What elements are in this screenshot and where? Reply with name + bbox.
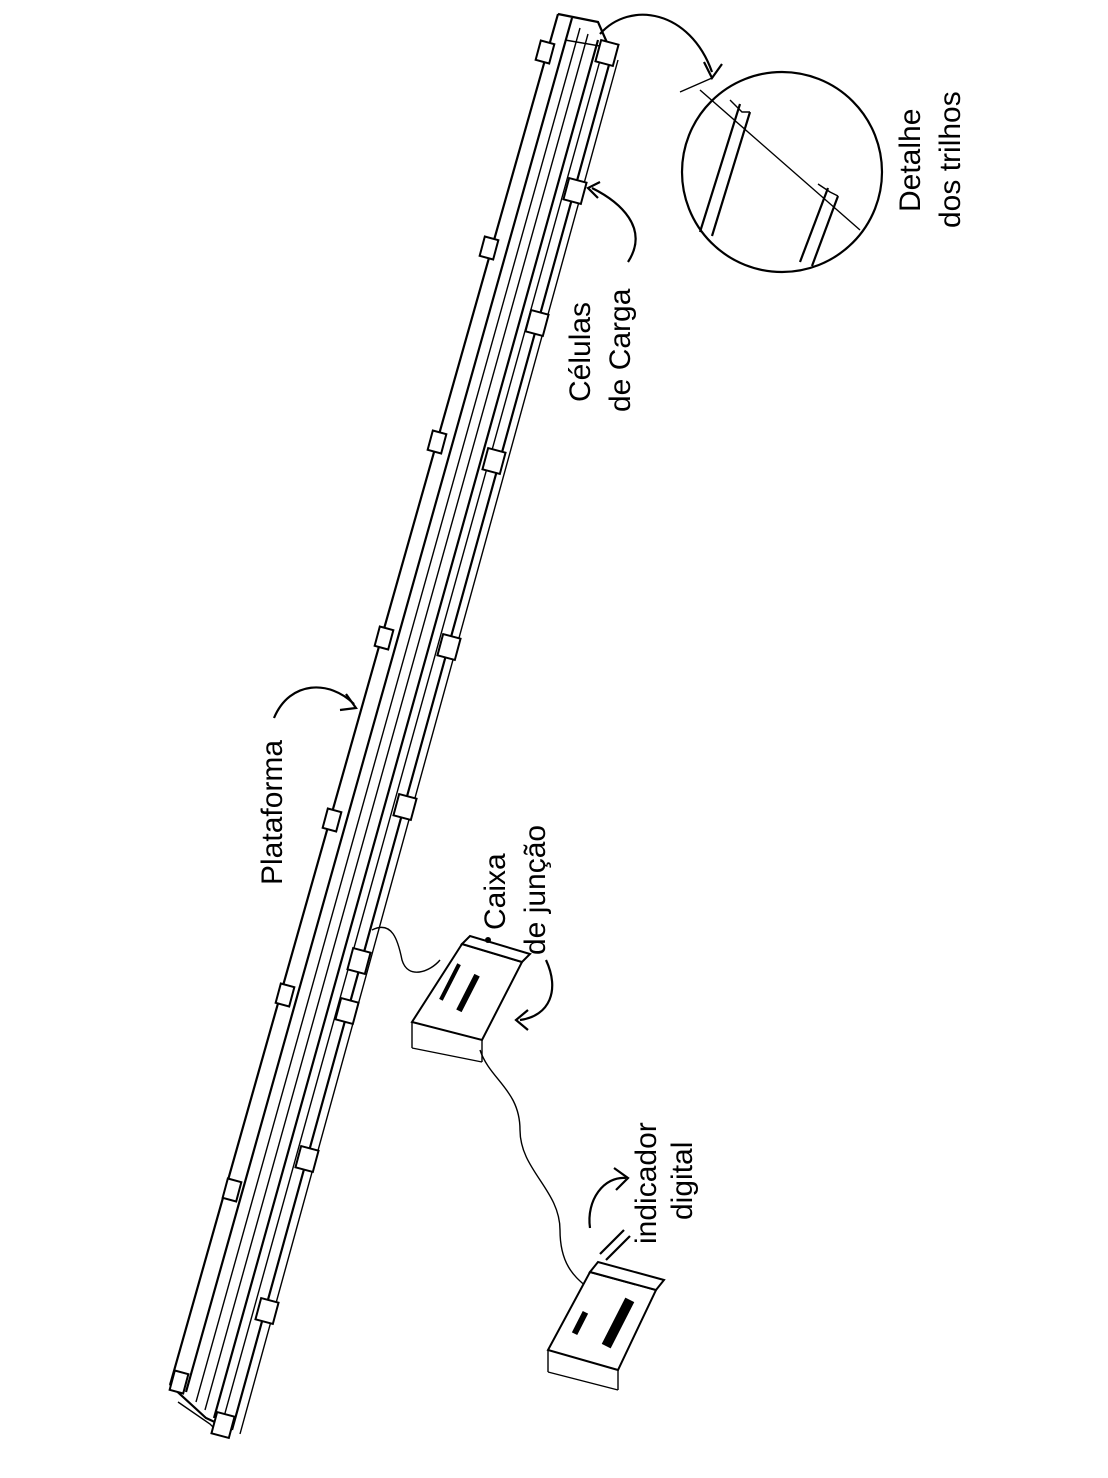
rail-detail-circle [680,70,884,274]
labels: Plataforma Caixa de junção Células de Ca… [256,91,967,1244]
platform-arrow [272,686,358,719]
digital-indicator [546,1229,666,1391]
indicador-label-line1: indicador [630,1122,663,1244]
load-cells [210,38,620,1440]
platform [168,12,619,1437]
celulas-label-line2: de Carga [604,288,637,412]
indicator-arrow [588,1167,630,1229]
load-cells-arrow [586,181,637,263]
detail-arrow [599,13,723,93]
caixa-label-line2: de junção [519,825,552,955]
celulas-label-line1: Células [564,302,597,402]
plataforma-label: Plataforma [256,740,289,885]
junction-arrow [514,959,554,1031]
rail-brackets [168,39,556,1395]
detalhe-label-line1: Detalhe [894,109,927,212]
junction-box [410,934,532,1063]
caixa-label-line1: Caixa [479,853,512,930]
indicador-label-line2: digital [666,1142,699,1220]
detalhe-label-line2: dos trilhos [934,91,967,228]
cables [371,926,591,1291]
